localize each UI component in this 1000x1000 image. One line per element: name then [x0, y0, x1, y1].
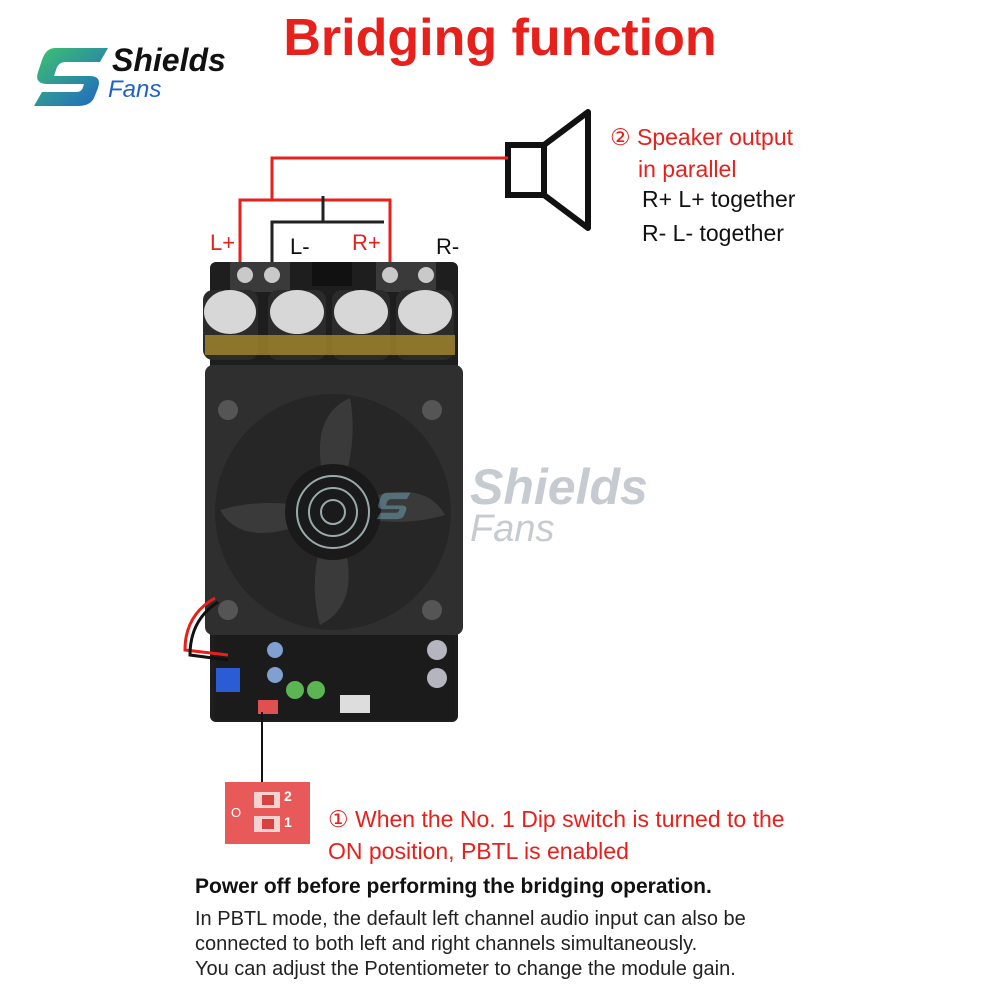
fan-icon [215, 394, 451, 630]
info-line-1: In PBTL mode, the default left channel a… [195, 908, 746, 930]
page-title: Bridging function [283, 9, 717, 67]
amplifier-board [183, 262, 463, 722]
dip-label-2: 2 [284, 788, 292, 804]
label-r-minus: R- [436, 234, 460, 259]
dip-note-line2: ON position, PBTL is enabled [328, 838, 629, 864]
speaker-note-line1: ② Speaker output [610, 124, 794, 150]
watermark-text-shields: Shields [470, 459, 648, 515]
bottom-notes: Power off before performing the bridging… [195, 875, 985, 982]
label-r-plus: R+ [352, 230, 381, 255]
speaker-note-line4: R- L- together [642, 220, 784, 246]
label-l-minus: L- [290, 234, 310, 259]
speaker-note-line2: in parallel [638, 156, 737, 182]
dip-label-on: O [231, 805, 242, 820]
black-wire [270, 196, 384, 270]
logo-text-shields: Shields [112, 42, 226, 78]
speaker-icon [505, 109, 591, 231]
capacitors [203, 290, 455, 360]
label-l-plus: L+ [210, 230, 236, 255]
watermark-text-fans: Fans [470, 508, 555, 550]
logo-text-fans: Fans [108, 76, 162, 103]
dip-note-line1: ① When the No. 1 Dip switch is turned to… [328, 806, 785, 832]
red-wire [238, 156, 508, 270]
dip-switch-icon [225, 782, 310, 844]
dip-label-1: 1 [284, 814, 292, 830]
warning-text: Power off before performing the bridging… [195, 875, 712, 898]
info-line-3: You can adjust the Potentiometer to chan… [195, 958, 736, 980]
shields-fans-logo-icon [34, 48, 108, 106]
watermark-logo-icon [376, 492, 411, 520]
speaker-note-line3: R+ L+ together [642, 186, 796, 212]
info-line-2: connected to both left and right channel… [195, 933, 698, 955]
